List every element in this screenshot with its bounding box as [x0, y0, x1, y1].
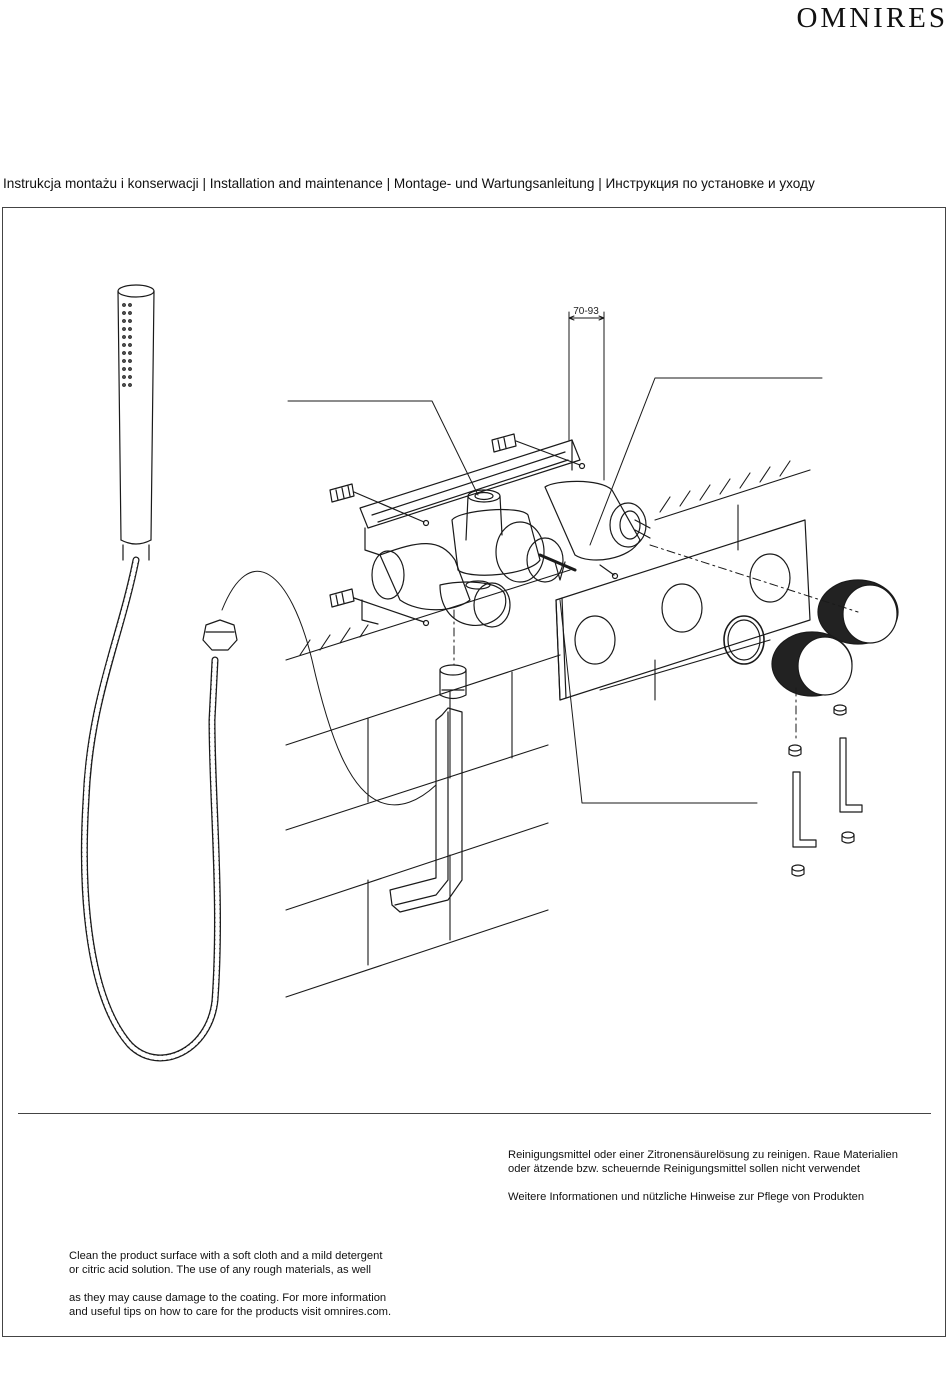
shower-hose: [80, 556, 238, 1062]
elbow-pipe: [389, 707, 463, 913]
document-subtitle: Instrukcja montażu i konserwacji | Insta…: [3, 176, 815, 191]
de-line-3: Weitere Informationen und nützliche Hinw…: [508, 1191, 865, 1203]
control-knobs: [771, 579, 899, 716]
en-line-3: as they may cause damage to the coating.…: [69, 1292, 387, 1304]
en-line-1: Clean the product surface with a soft cl…: [69, 1250, 383, 1262]
connection-curve: [221, 570, 437, 806]
wall-lines: [285, 460, 811, 998]
brand-logo: OMNIRES: [796, 2, 948, 34]
de-line-2: oder ätzende bzw. scheuernde Reinigungsm…: [508, 1163, 860, 1175]
en-line-4: and useful tips on how to care for the p…: [69, 1306, 392, 1318]
adapter-fitting: [439, 664, 467, 700]
dimension-marker: [568, 311, 605, 481]
mounting-plate: [359, 439, 581, 625]
wall-anchors: [329, 433, 619, 627]
maintenance-text-de: Reinigungsmittel oder einer Zitronensäur…: [508, 1148, 898, 1204]
valve-body: [371, 480, 651, 628]
dimension-label: 70-93: [573, 306, 599, 317]
diagram-frame: [2, 207, 946, 1337]
section-divider: [18, 1113, 931, 1114]
leader-lines: [287, 377, 823, 804]
en-line-2: or citric acid solution. The use of any …: [69, 1264, 371, 1276]
de-line-1: Reinigungsmittel oder einer Zitronensäur…: [508, 1149, 898, 1161]
cover-plate: [555, 519, 811, 701]
hand-shower: [117, 284, 155, 561]
maintenance-text-en: Clean the product surface with a soft cl…: [69, 1249, 391, 1319]
alignment-dashes: [453, 544, 859, 741]
hex-keys: [788, 737, 863, 877]
